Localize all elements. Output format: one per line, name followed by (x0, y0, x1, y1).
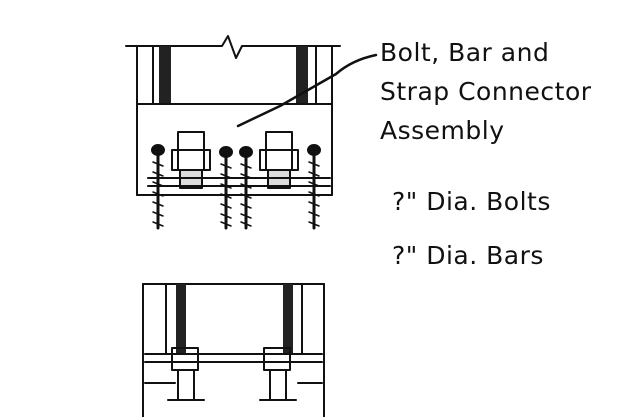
bolt-2 (219, 146, 233, 230)
bolt-4 (307, 144, 321, 230)
upper-post-detail (125, 35, 378, 230)
reinforcing-bar-left (159, 46, 171, 104)
note-bolts: ?" Dia. Bolts (392, 187, 551, 216)
bolt-1 (151, 144, 165, 230)
note-bars: ?" Dia. Bars (392, 241, 544, 270)
break-line (125, 35, 341, 59)
callout-leader (236, 53, 378, 128)
reinforcing-bar-right (296, 46, 308, 104)
lower-connector-right (259, 347, 297, 401)
callout-line-1: Bolt, Bar and (380, 38, 550, 67)
strap-connector-right (259, 131, 299, 189)
lower-bar-left (176, 284, 186, 354)
strap-connector-left (171, 131, 211, 189)
callout-line-2: Strap Connector (380, 77, 592, 106)
connector-bar (147, 177, 331, 187)
callout-line-3: Assembly (380, 116, 505, 145)
lower-bar-right (283, 284, 293, 354)
lower-post-detail (142, 283, 325, 417)
bolt-3 (239, 146, 253, 230)
lower-connector-left (167, 347, 205, 401)
